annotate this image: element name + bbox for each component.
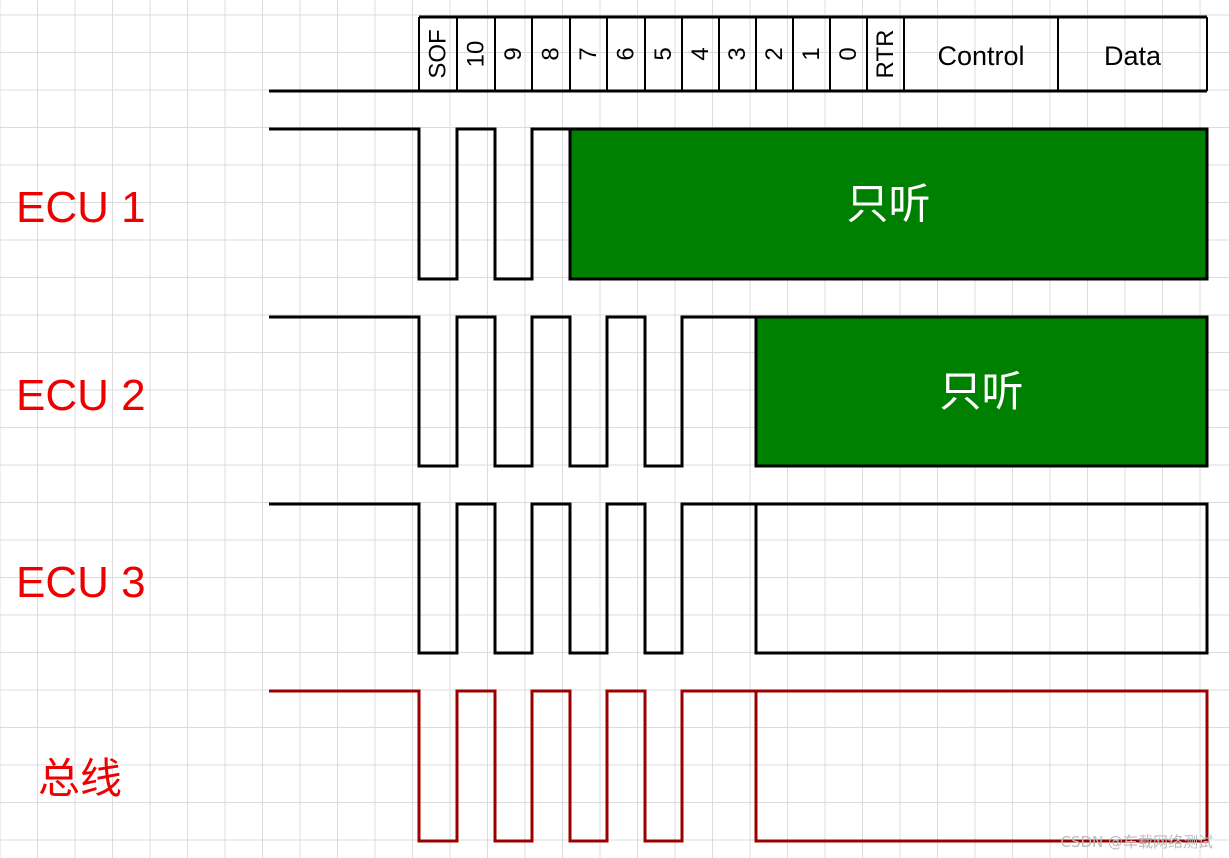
field-label-data: Data bbox=[1104, 41, 1162, 71]
field-label-9: 9 bbox=[500, 47, 527, 60]
bus-label: 总线 bbox=[38, 755, 123, 802]
ecu-3-label: ECU 3 bbox=[16, 558, 146, 607]
field-label-8: 8 bbox=[538, 47, 565, 60]
field-label-7: 7 bbox=[575, 47, 602, 60]
field-label-rtr: RTR bbox=[872, 30, 899, 79]
field-label-sof: SOF bbox=[425, 29, 452, 78]
listen-only-block bbox=[568, 127, 1209, 281]
ecu-1-label: ECU 1 bbox=[16, 183, 146, 232]
field-label-5: 5 bbox=[650, 47, 677, 60]
listen-only-label: 只听 bbox=[846, 180, 930, 229]
watermark: CSDN @车载网络测试 bbox=[1060, 833, 1213, 851]
field-label-control: Control bbox=[937, 41, 1024, 71]
control-data-block bbox=[754, 689, 1209, 843]
field-label-3: 3 bbox=[724, 47, 751, 60]
listen-only-block bbox=[754, 315, 1209, 468]
field-label-2: 2 bbox=[761, 47, 788, 60]
listen-only-label: 只听 bbox=[939, 367, 1023, 416]
field-label-10: 10 bbox=[463, 41, 490, 68]
field-label-4: 4 bbox=[687, 47, 714, 60]
waveform-row-1 bbox=[269, 127, 570, 281]
waveform-row-3 bbox=[269, 502, 756, 655]
ecu-2-label: ECU 2 bbox=[16, 371, 146, 420]
control-data-block bbox=[754, 502, 1209, 655]
field-label-1: 1 bbox=[798, 47, 825, 60]
field-label-0: 0 bbox=[835, 47, 862, 60]
waveform-row-4 bbox=[269, 689, 756, 843]
field-label-6: 6 bbox=[613, 47, 640, 60]
waveform-row-2 bbox=[269, 315, 756, 468]
